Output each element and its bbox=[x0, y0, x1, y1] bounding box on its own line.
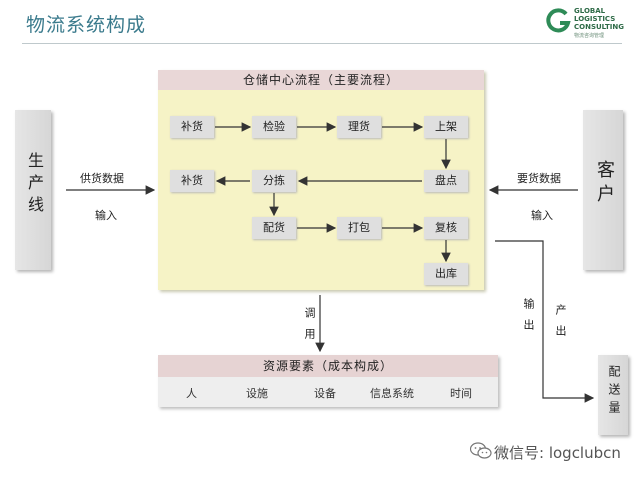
arrow-output bbox=[495, 240, 595, 403]
warehouse-process-title: 仓储中心流程（主要流程） bbox=[158, 70, 484, 90]
node-count: 盘点 bbox=[424, 170, 468, 192]
customer-box: 客户 bbox=[583, 110, 623, 270]
node-allocate: 配货 bbox=[252, 217, 296, 239]
node-inspect: 检验 bbox=[252, 116, 296, 138]
node-recheck: 复核 bbox=[424, 217, 468, 239]
delivery-label: 配送量 bbox=[607, 365, 621, 419]
node-replenish-mid: 补货 bbox=[170, 170, 214, 192]
page-title: 物流系统构成 bbox=[26, 14, 147, 36]
resource-item: 信息系统 bbox=[370, 387, 414, 400]
logo-subtitle: 物流咨询管理 bbox=[574, 33, 605, 39]
resource-item: 设施 bbox=[246, 387, 268, 400]
logo-icon bbox=[546, 8, 571, 33]
customer-label: 客户 bbox=[594, 160, 615, 208]
resource-item: 时间 bbox=[450, 387, 472, 400]
call-label: 调用 bbox=[303, 307, 316, 349]
output-label: 输出 bbox=[522, 298, 535, 340]
node-pick: 分拣 bbox=[252, 170, 296, 192]
title-divider bbox=[22, 43, 622, 44]
supply-input-label: 输入 bbox=[95, 209, 117, 222]
node-outbound: 出库 bbox=[424, 263, 468, 285]
production-line-label: 生产线 bbox=[25, 152, 44, 218]
node-sort: 理货 bbox=[337, 116, 381, 138]
node-shelve: 上架 bbox=[424, 116, 468, 138]
delivery-box: 配送量 bbox=[598, 355, 628, 435]
produce-label: 产出 bbox=[554, 304, 567, 346]
resource-item: 人 bbox=[186, 387, 197, 400]
resource-item: 设备 bbox=[314, 387, 336, 400]
production-line-box: 生产线 bbox=[15, 110, 51, 270]
demand-data-label: 要货数据 bbox=[517, 172, 561, 185]
wechat-icon bbox=[470, 442, 492, 459]
watermark-text: 微信号: logclubcn bbox=[494, 444, 621, 462]
resources-title: 资源要素（成本构成） bbox=[158, 355, 498, 377]
supply-data-label: 供货数据 bbox=[80, 172, 124, 185]
node-pack: 打包 bbox=[337, 217, 381, 239]
node-replenish-top: 补货 bbox=[170, 116, 214, 138]
demand-input-label: 输入 bbox=[531, 209, 553, 222]
